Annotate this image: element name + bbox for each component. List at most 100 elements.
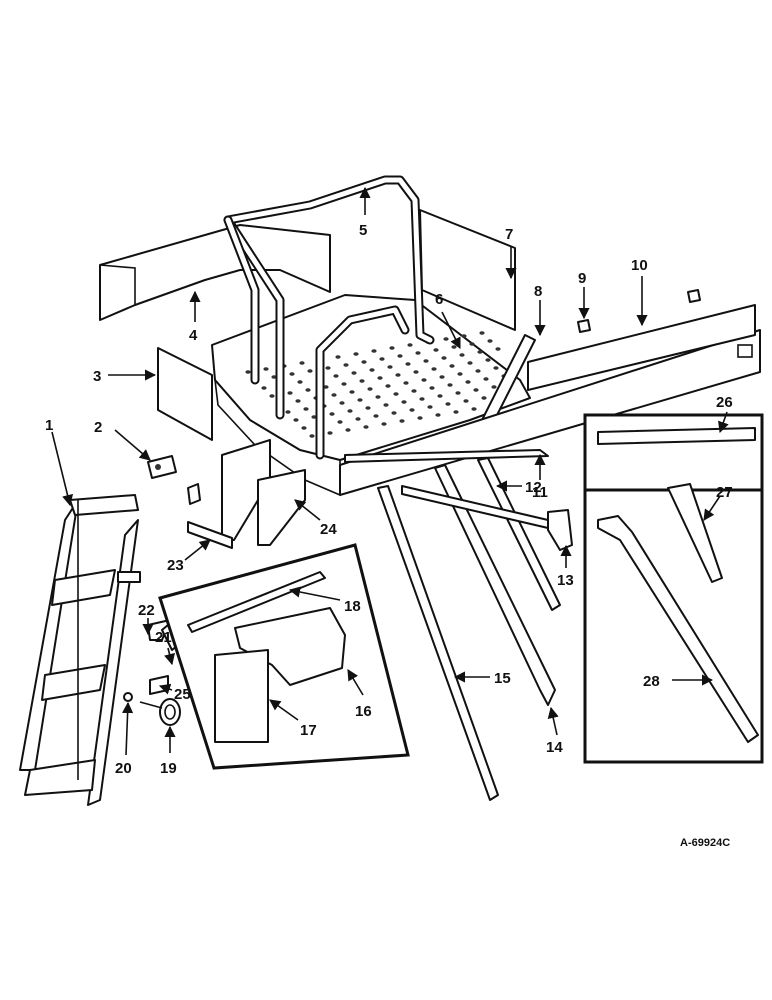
svg-text:9: 9 [578,270,586,287]
callout-27: 27 [703,484,733,521]
floor-perforation [323,385,329,389]
floor-perforation [449,364,455,368]
rear-skirt-panel [99,224,331,321]
floor-perforation [375,395,381,399]
floor-perforation [411,389,417,393]
svg-text:4: 4 [189,327,198,344]
floor-perforation [261,386,267,390]
svg-text:20: 20 [115,760,132,777]
svg-text:25: 25 [174,686,191,703]
floor-perforation [359,379,365,383]
svg-text:7: 7 [505,226,513,243]
callout-17: 17 [269,699,317,739]
floor-perforation [349,390,355,394]
callout-28: 28 [643,673,714,690]
ladder [19,494,141,806]
svg-text:26: 26 [716,394,733,411]
callout-23: 23 [167,539,211,574]
floor-perforation [363,425,369,429]
floor-perforation [469,342,475,346]
floor-perforation [439,375,445,379]
callout-20: 20 [115,701,134,777]
svg-text:22: 22 [138,602,155,619]
svg-text:5: 5 [359,222,367,239]
floor-perforation [441,356,447,360]
callout-5: 5 [359,186,371,239]
floor-perforation [479,331,485,335]
floor-perforation [347,409,353,413]
svg-text:19: 19 [160,760,177,777]
callout-19: 19 [160,725,177,777]
floor-perforation [417,416,423,420]
svg-text:8: 8 [534,283,542,300]
svg-text:13: 13 [557,572,574,589]
callout-22: 22 [138,602,155,636]
callout-7: 7 [505,226,517,280]
floor-perforation [421,378,427,382]
callout-15: 15 [453,670,511,687]
floor-perforation [385,384,391,388]
svg-text:28: 28 [643,673,660,690]
svg-text:6: 6 [435,291,443,308]
floor-perforation [413,370,419,374]
floor-perforation [475,369,481,373]
floor-perforation [365,406,371,410]
floor-perforation [285,410,291,414]
gusset-plates [221,439,306,546]
floor-perforation [369,368,375,372]
floor-perforation [429,386,435,390]
floor-perforation [433,348,439,352]
floor-perforation [381,422,387,426]
svg-text:11: 11 [532,484,548,501]
callout-6: 6 [435,291,461,350]
floor-perforation [459,353,465,357]
floor-perforation [361,360,367,364]
floor-perforation [435,413,441,417]
floor-perforation [427,405,433,409]
floor-perforation [485,358,491,362]
floor-perforation [447,383,453,387]
callout-4: 4 [189,290,201,344]
floor-perforation [407,343,413,347]
floor-perforation [493,366,499,370]
callout-2: 2 [94,419,151,461]
guard-rail [223,175,435,460]
floor-perforation [301,426,307,430]
callout-10: 10 [631,257,648,327]
svg-text:16: 16 [355,703,372,720]
floor-perforation [337,420,343,424]
floor-perforation [431,367,437,371]
svg-text:12: 12 [525,479,542,496]
floor-perforation [287,391,293,395]
callout-21: 21 [155,629,175,666]
floor-perforation [483,377,489,381]
inset-step-assembly [158,543,410,770]
floor-perforation [373,414,379,418]
floor-perforation [371,349,377,353]
svg-text:14: 14 [546,739,563,756]
callout-11: 11 [532,453,548,501]
floor-perforation [335,355,341,359]
floor-perforation [465,380,471,384]
floor-perforation [419,397,425,401]
callout-layer: 1 2 3 4 5 6 7 8 [45,186,733,777]
floor-perforation [339,401,345,405]
floor-perforation [401,400,407,404]
floor-perforation [445,402,451,406]
callout-14: 14 [546,706,563,756]
floor-perforation [357,398,363,402]
floor-perforation [423,359,429,363]
floor-perforation [353,352,359,356]
callout-18: 18 [288,586,361,615]
floor-perforation [303,407,309,411]
svg-text:15: 15 [494,670,511,687]
floor-perforation [331,393,337,397]
floor-perforation [311,415,317,419]
svg-text:18: 18 [344,598,361,615]
svg-text:17: 17 [300,722,317,739]
floor-perforation [467,361,473,365]
callout-1: 1 [45,417,74,507]
floor-perforation [409,408,415,412]
floor-perforation [405,362,411,366]
